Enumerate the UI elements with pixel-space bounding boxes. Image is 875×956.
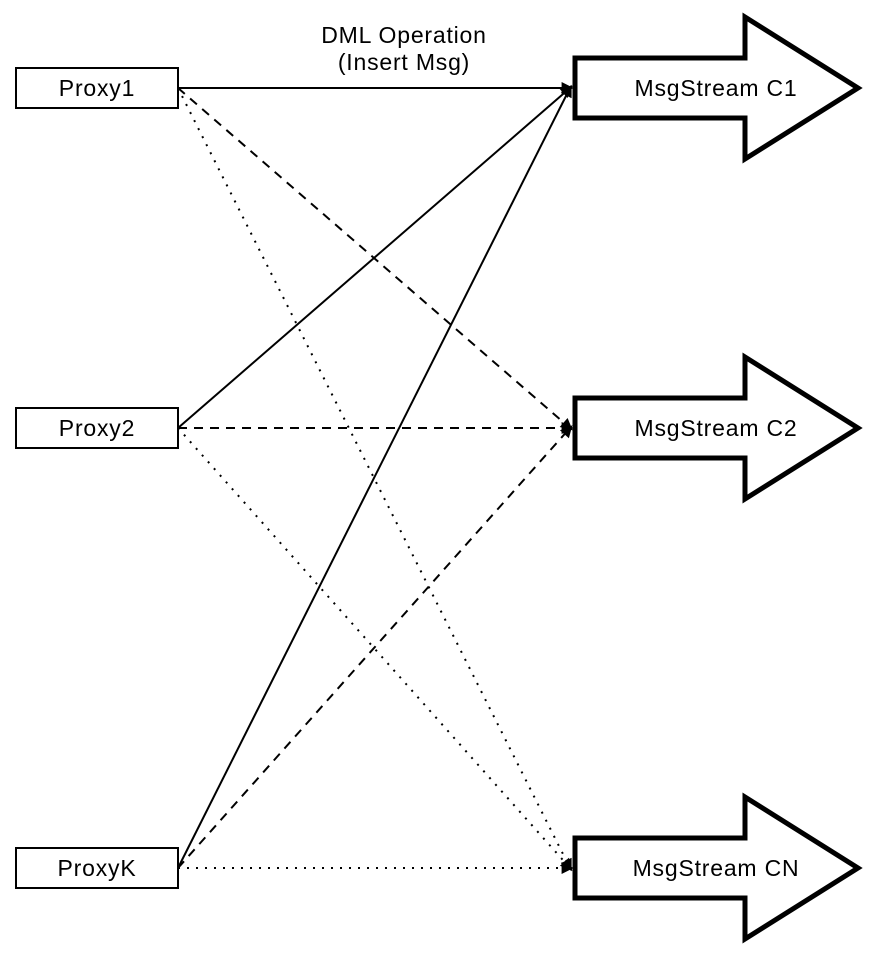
node-msgstream-c1: MsgStream C1 [572,12,863,164]
node-proxyk: ProxyK [15,847,179,889]
proxy2-label: Proxy2 [59,415,135,441]
node-msgstream-c2: MsgStream C2 [572,352,863,504]
node-msgstream-cn: MsgStream CN [572,792,863,944]
edges-layer [177,82,574,874]
node-proxy2: Proxy2 [15,407,179,449]
edge-proxy1-c2 [177,87,573,431]
edge-proxy1-cn [177,87,572,872]
msgstream-c1-label: MsgStream C1 [635,75,798,101]
msgstream-c2-label: MsgStream C2 [635,415,798,441]
block-arrow-shape [572,792,863,944]
msgstream-cn-label: MsgStream CN [633,855,800,881]
annotation-line2: (Insert Msg) [338,49,470,75]
block-arrow-shape [572,12,863,164]
proxy1-label: Proxy1 [59,75,135,101]
proxyk-label: ProxyK [58,855,137,881]
proxy1-box [15,67,179,109]
edge-proxyk-c1 [177,84,572,869]
annotation: DML Operation (Insert Msg) [321,22,487,75]
node-proxy1: Proxy1 [15,67,179,109]
annotation-line1: DML Operation [321,22,487,48]
edge-proxyk-c2 [177,425,573,869]
block-arrow-shape [572,352,863,504]
